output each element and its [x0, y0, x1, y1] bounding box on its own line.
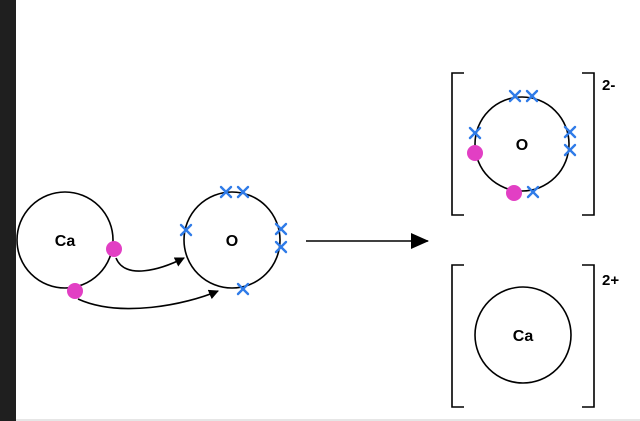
transferred-electron-1 — [106, 241, 122, 257]
calcium-charge: 2+ — [602, 272, 619, 289]
calcium-symbol-left: Ca — [55, 233, 76, 250]
bracket-right-oxide — [582, 72, 595, 216]
left-edge-bar — [0, 0, 16, 421]
oxygen-electron-cross — [526, 185, 540, 199]
oxygen-electron-cross — [274, 222, 288, 236]
oxygen-symbol-ion: O — [516, 137, 528, 154]
transfer-arrow-1 — [115, 257, 185, 272]
oxygen-electron-cross — [274, 240, 288, 254]
calcium-shell-ion — [474, 286, 572, 384]
oxygen-electron-cross — [508, 89, 522, 103]
bottom-divider — [16, 419, 640, 421]
transferred-electron-2 — [506, 185, 522, 201]
transferred-electron-2 — [67, 283, 83, 299]
calcium-shell-left — [16, 191, 114, 289]
oxygen-electron-cross — [236, 282, 250, 296]
oxygen-electron-cross — [563, 143, 577, 157]
bracket-right-calcium — [582, 264, 595, 408]
oxygen-shell-left — [183, 191, 281, 289]
oxygen-electron-cross — [468, 126, 482, 140]
calcium-symbol-ion: Ca — [513, 328, 534, 345]
oxygen-electron-cross — [563, 125, 577, 139]
transfer-arrow-2 — [77, 289, 219, 310]
bracket-left-calcium — [451, 264, 464, 408]
oxide-charge: 2- — [602, 77, 615, 94]
oxygen-electron-cross — [236, 185, 250, 199]
calcium-ion: 2+ Ca — [451, 264, 619, 408]
oxygen-shell-ion — [474, 96, 570, 192]
oxygen-electron-cross — [219, 185, 233, 199]
oxygen-electron-cross — [179, 223, 193, 237]
bracket-left-oxide — [451, 72, 464, 216]
calcium-atom-left: Ca — [16, 191, 122, 299]
oxide-ion: 2- O — [451, 72, 615, 216]
oxygen-electron-cross — [525, 89, 539, 103]
oxygen-atom-left: O — [179, 185, 288, 296]
oxygen-symbol-left: O — [226, 233, 238, 250]
transferred-electron-1 — [467, 145, 483, 161]
